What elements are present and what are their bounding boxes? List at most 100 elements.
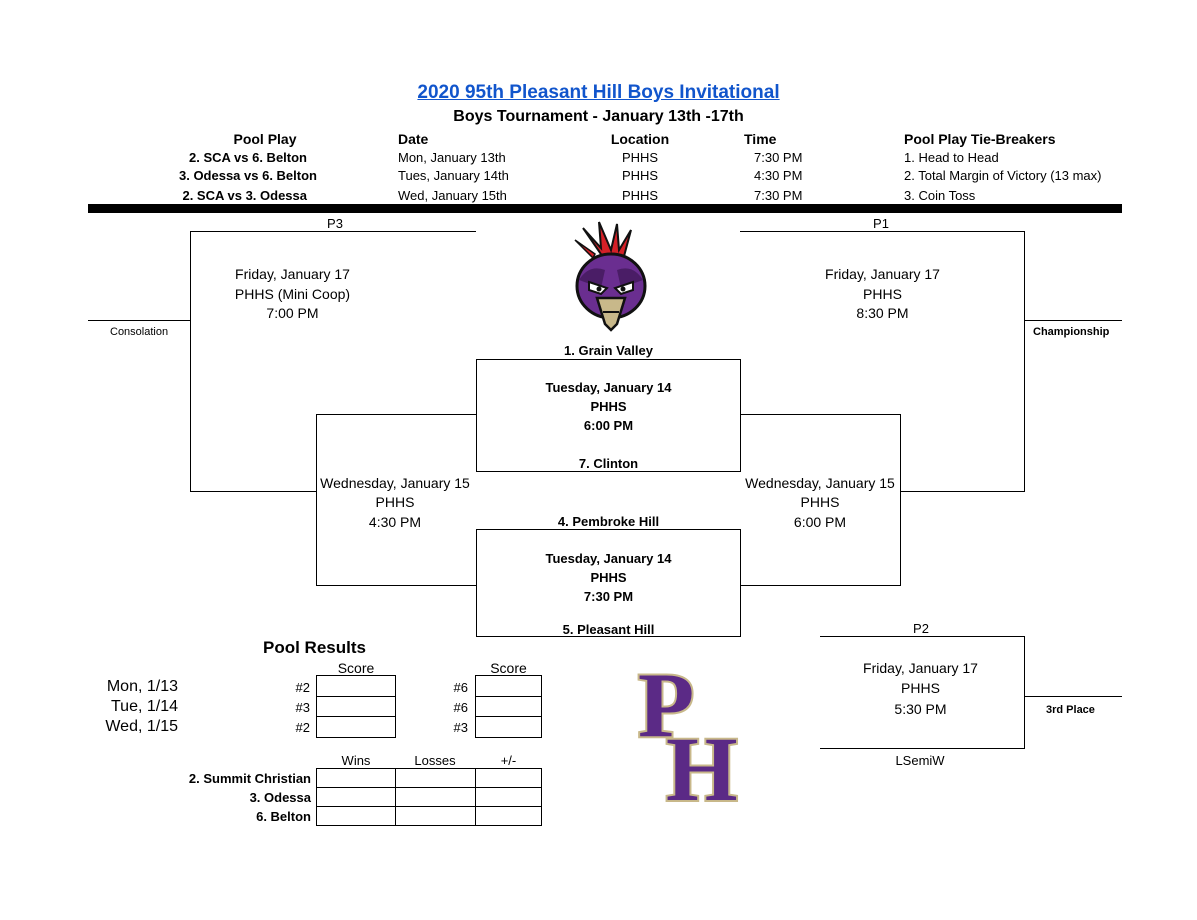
result-seed-a-3: #2 — [295, 720, 310, 735]
consolation-label: Consolation — [110, 326, 169, 338]
score-cell-a-3[interactable] — [316, 716, 396, 738]
consolation-vertical — [190, 231, 191, 492]
tiebreakers-header: Pool Play Tie-Breakers — [904, 131, 1056, 147]
pool-play-header: Pool Play — [233, 131, 297, 147]
semi-left-time: 4:30 PM — [368, 514, 422, 530]
wins-cell-3[interactable] — [316, 806, 396, 826]
page-title: 2020 95th Pleasant Hill Boys Invitationa… — [417, 82, 780, 103]
diff-cell-1[interactable] — [475, 768, 542, 788]
p3-label: P3 — [327, 216, 343, 231]
quarter1-left — [476, 359, 477, 472]
consolation-time: 7:00 PM — [266, 305, 319, 321]
consolation-line — [88, 320, 191, 321]
quarter2-top-team: 4. Pembroke Hill — [557, 514, 660, 529]
pool-location-3: PHHS — [621, 188, 659, 203]
header-divider — [88, 204, 1122, 213]
pool-date-3: Wed, January 15th — [398, 188, 507, 203]
semi-right-time: 6:00 PM — [793, 514, 847, 530]
pool-results-title: Pool Results — [263, 638, 366, 657]
quarter1-bottom-team: 7. Clinton — [578, 456, 639, 471]
semi-left-date: Wednesday, January 15 — [320, 475, 470, 491]
semi-left-vertical — [316, 414, 317, 586]
result-seed-b-3: #3 — [453, 720, 468, 735]
p3-line — [190, 231, 476, 232]
pool-date-2: Tues, January 14th — [398, 168, 509, 183]
pool-date-1: Mon, January 13th — [398, 150, 506, 165]
pool-matchup-3: 2. SCA vs 3. Odessa — [182, 188, 307, 203]
p2-label: P2 — [913, 621, 929, 636]
pool-location-1: PHHS — [621, 150, 659, 165]
result-date-1: Mon, 1/13 — [106, 678, 178, 695]
score-header-a: Score — [337, 660, 375, 676]
diff-cell-3[interactable] — [475, 806, 542, 826]
quarter1-location: PHHS — [590, 399, 627, 414]
semi-left-top — [316, 414, 477, 415]
semi-right-bottom — [740, 585, 901, 586]
quarter2-left — [476, 529, 477, 637]
score-cell-b-2[interactable] — [475, 696, 542, 717]
losses-header: Losses — [414, 753, 456, 768]
semi-right-location: PHHS — [800, 494, 840, 510]
championship-line — [1024, 320, 1122, 321]
semi-left-connector — [190, 491, 316, 492]
losses-cell-1[interactable] — [395, 768, 476, 788]
svg-text:P: P — [638, 656, 694, 756]
semi-right-connector — [900, 491, 1025, 492]
quarter1-top-line — [476, 359, 741, 360]
score-header-b: Score — [490, 660, 527, 676]
standings-team-3: 6. Belton — [256, 809, 311, 824]
time-header: Time — [744, 131, 777, 147]
result-date-2: Tue, 1/14 — [110, 698, 178, 715]
standings-team-2: 3. Odessa — [249, 790, 311, 805]
p1-line — [740, 231, 1025, 232]
third-place-date: Friday, January 17 — [863, 660, 978, 676]
svg-text:H: H — [666, 718, 738, 808]
pool-time-1: 7:30 PM — [754, 150, 803, 165]
consolation-location: PHHS (Mini Coop) — [234, 286, 351, 302]
result-seed-a-2: #3 — [295, 700, 310, 715]
diff-cell-2[interactable] — [475, 787, 542, 807]
rooster-mascot-icon — [565, 220, 657, 332]
wins-cell-2[interactable] — [316, 787, 396, 807]
pool-matchup-1: 2. SCA vs 6. Belton — [189, 150, 307, 165]
championship-time: 8:30 PM — [856, 305, 909, 321]
ph-monogram-logo: P H — [632, 652, 744, 822]
wins-cell-1[interactable] — [316, 768, 396, 788]
semi-right-vertical — [900, 414, 901, 586]
p1-label: P1 — [873, 216, 889, 231]
quarter1-date: Tuesday, January 14 — [545, 380, 672, 395]
quarter2-right — [740, 529, 741, 637]
standings-team-1: 2. Summit Christian — [188, 771, 311, 786]
page-subtitle: Boys Tournament - January 13th -17th — [453, 108, 744, 125]
diff-header: +/- — [500, 753, 517, 768]
wins-header: Wins — [341, 753, 371, 768]
lsemiw-line — [820, 748, 1025, 749]
third-place-line — [1024, 696, 1122, 697]
score-cell-b-3[interactable] — [475, 716, 542, 738]
location-header: Location — [610, 131, 670, 147]
score-cell-a-2[interactable] — [316, 696, 396, 717]
tiebreaker-3: 3. Coin Toss — [904, 188, 976, 203]
semi-right-top — [740, 414, 901, 415]
pool-location-2: PHHS — [621, 168, 659, 183]
semi-left-bottom — [316, 585, 477, 586]
lsemiw-label: LSemiW — [895, 753, 945, 768]
championship-date: Friday, January 17 — [825, 266, 940, 282]
quarter2-top-line — [476, 529, 741, 530]
third-place-location: PHHS — [901, 680, 940, 696]
losses-cell-2[interactable] — [395, 787, 476, 807]
result-seed-a-1: #2 — [295, 680, 310, 695]
championship-label: Championship — [1033, 326, 1110, 338]
p2-line — [820, 636, 1025, 637]
score-cell-b-1[interactable] — [475, 675, 542, 697]
quarter2-bottom-line — [476, 636, 741, 637]
losses-cell-3[interactable] — [395, 806, 476, 826]
result-seed-b-2: #6 — [453, 700, 468, 715]
score-cell-a-1[interactable] — [316, 675, 396, 697]
pool-matchup-2: 3. Odessa vs 6. Belton — [178, 168, 317, 183]
quarter1-right — [740, 359, 741, 472]
quarter1-bottom-line — [476, 471, 741, 472]
quarter2-location: PHHS — [590, 570, 627, 585]
tiebreaker-1: 1. Head to Head — [904, 150, 999, 165]
tiebreaker-2: 2. Total Margin of Victory (13 max) — [904, 168, 1102, 183]
